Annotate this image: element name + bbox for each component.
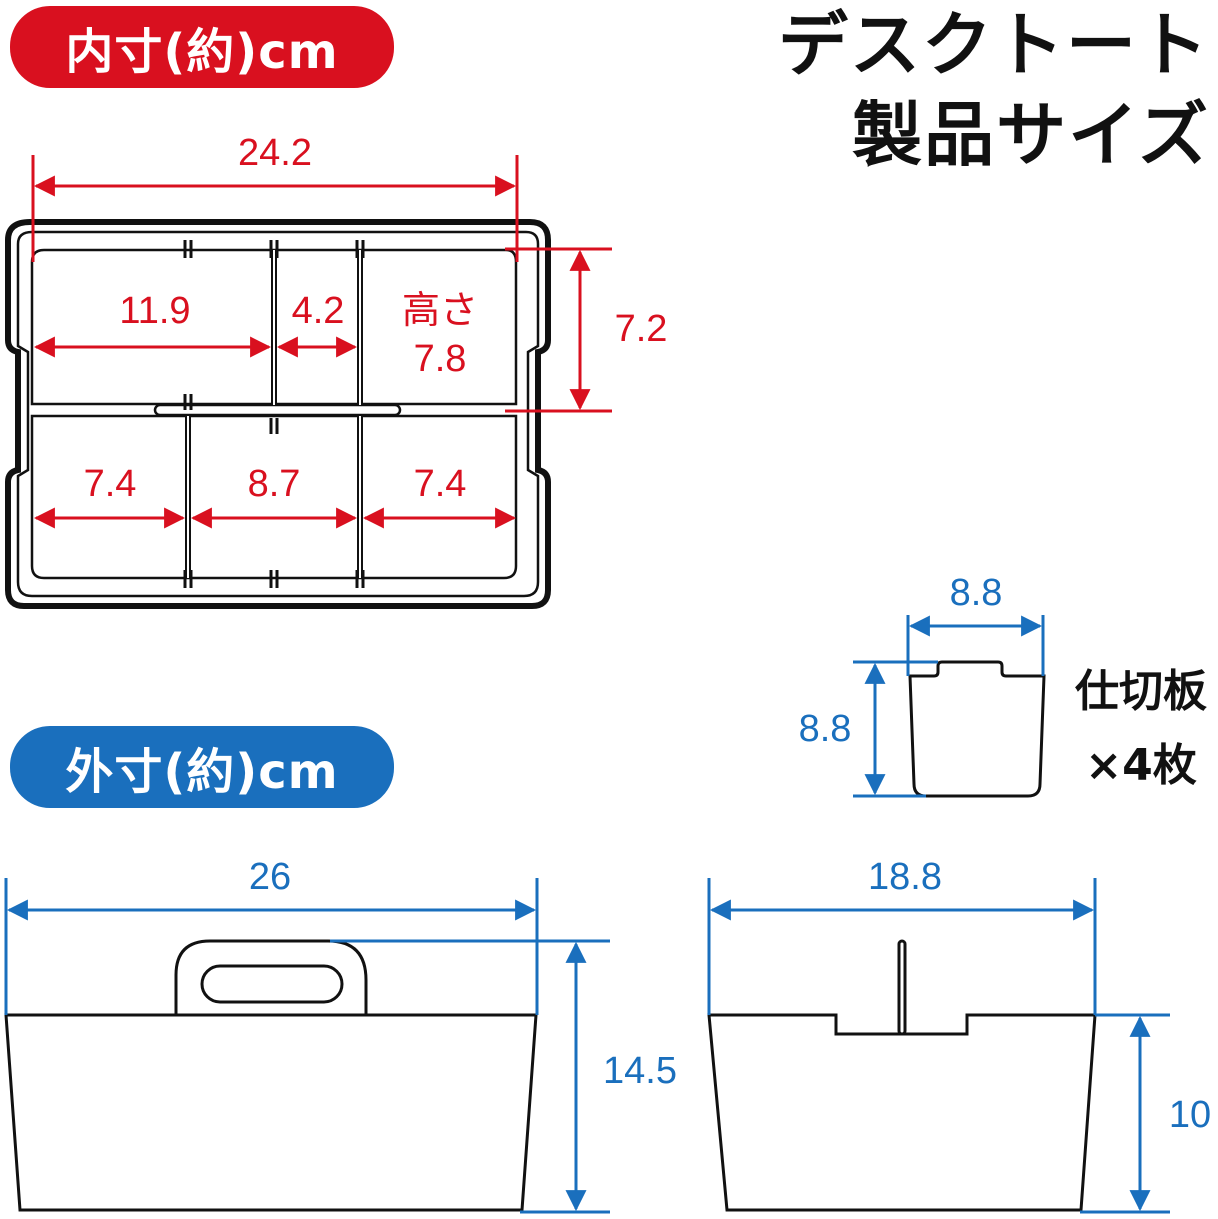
inner-total-width-label: 24.2 xyxy=(238,132,312,174)
divider-height-label: 8.8 xyxy=(798,708,852,750)
tote-front-view xyxy=(4,939,538,1212)
tote-side-view xyxy=(707,939,1097,1212)
outer-side-dimension-lines xyxy=(707,878,1170,1214)
outer-side-width-label: 18.8 xyxy=(868,856,942,898)
inner-lower-middle-width-label: 8.7 xyxy=(247,463,301,505)
outer-front-width-label: 26 xyxy=(248,856,292,898)
divider-width-label: 8.8 xyxy=(949,572,1003,614)
outer-front-height-label: 14.5 xyxy=(603,1050,677,1092)
inner-height-value: 7.8 xyxy=(413,338,467,380)
inner-upper-middle-width-label: 4.2 xyxy=(291,290,345,332)
inner-lower-right-width-label: 7.4 xyxy=(413,463,467,505)
outer-front-dimension-lines xyxy=(4,878,610,1214)
inner-height-caption: 高さ xyxy=(401,290,478,332)
product-title: デスクトート xyxy=(778,4,1210,86)
outer-side-height-label: 10 xyxy=(1168,1094,1212,1136)
inner-upper-left-width-label: 11.9 xyxy=(119,290,191,332)
inner-lower-left-width-label: 7.4 xyxy=(83,463,137,505)
tray-top-view xyxy=(5,219,551,609)
product-subtitle: 製品サイズ xyxy=(852,94,1210,176)
divider-caption: 仕切板 xyxy=(1075,666,1207,717)
divider-dimension-lines xyxy=(853,615,1045,798)
inner-dimensions-badge: 内寸(約)cm xyxy=(10,6,394,88)
outer-dimensions-badge: 外寸(約)cm xyxy=(10,726,394,808)
divider-plate xyxy=(908,660,1046,798)
inner-dimension-lines xyxy=(31,155,612,529)
inner-depth-label: 7.2 xyxy=(614,308,668,350)
divider-quantity: ×4枚 xyxy=(1085,740,1197,791)
